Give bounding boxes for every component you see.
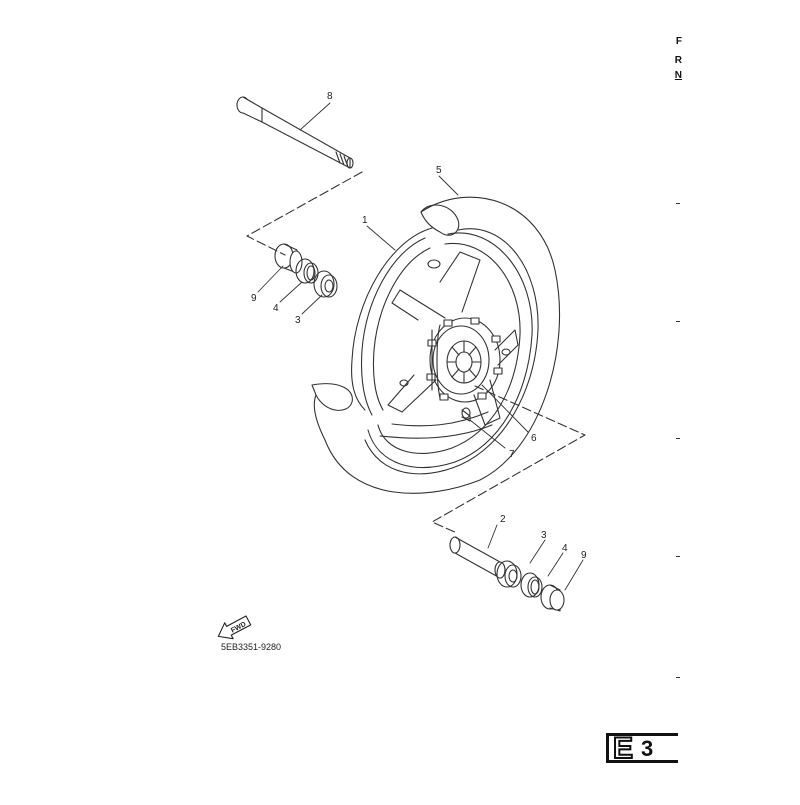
fwd-arrow-icon: FWD [217, 615, 252, 640]
right-oil-seal [520, 572, 543, 598]
guide-lines [246, 171, 586, 534]
section-letter: E [612, 731, 634, 766]
callout-4-left: 4 [273, 303, 279, 314]
wheel-hub [426, 317, 503, 403]
margin-tick [676, 556, 680, 557]
callout-4-right: 4 [562, 543, 568, 554]
left-bearing [313, 270, 338, 298]
callout-6: 6 [531, 433, 537, 444]
side-letter-r: R [674, 55, 682, 66]
wheel-collar [461, 407, 471, 422]
margin-tick [676, 321, 680, 322]
left-collar [274, 243, 303, 274]
callout-numbers: 8 5 1 9 4 3 6 7 2 3 4 9 [251, 91, 587, 561]
front-axle [236, 96, 354, 169]
side-letter-f: F [675, 36, 682, 47]
margin-tick [676, 677, 680, 678]
part-code: 5EB3351-9280 [221, 642, 282, 652]
callout-8: 8 [327, 91, 333, 102]
right-collar [540, 584, 565, 612]
callout-5: 5 [436, 165, 442, 176]
callout-3-right: 3 [541, 530, 547, 541]
side-letter-n: N [674, 70, 682, 81]
leader-lines [257, 102, 584, 591]
cast-wheel [360, 232, 533, 469]
section-badge: E 3 [606, 731, 678, 766]
margin-tick [676, 203, 680, 204]
margin-tick [676, 438, 680, 439]
callout-9-left: 9 [251, 293, 257, 304]
callout-3-left: 3 [295, 315, 301, 326]
callout-1: 1 [362, 215, 368, 226]
section-number: 3 [641, 736, 654, 761]
callout-7: 7 [509, 449, 515, 460]
callout-9-right: 9 [581, 550, 587, 561]
right-bearing [496, 560, 522, 588]
callout-2: 2 [500, 514, 506, 525]
